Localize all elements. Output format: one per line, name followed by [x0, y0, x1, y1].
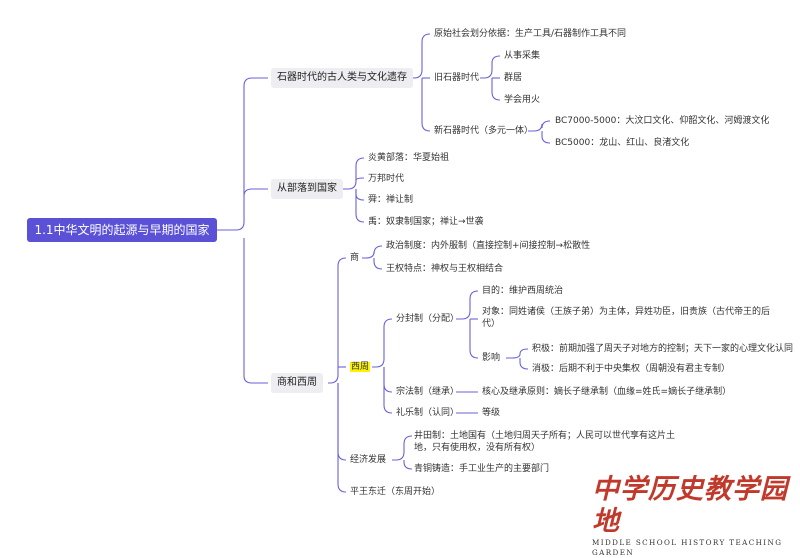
fenfeng-target[interactable]: 对象：同姓诸侯（王族子弟）为主体，异姓功臣，旧贵族（古代帝王的后代）: [482, 307, 771, 329]
mindmap-connectors: [217, 33, 551, 493]
topic-stone-age[interactable]: 石器时代的古人类与文化遗存: [271, 68, 413, 88]
new-stone-item[interactable]: BC5000：龙山、红山、良渚文化: [555, 138, 690, 148]
logo-subtitle: MIDDLE SCHOOL HISTORY TEACHING GARDEN: [592, 538, 783, 557]
old-stone-item[interactable]: 群居: [504, 73, 523, 83]
fenfeng-node[interactable]: 分封制（分配）: [396, 314, 460, 324]
link-influence: [506, 348, 529, 359]
topic-tribe-to-state[interactable]: 从部落到国家: [271, 179, 343, 199]
link-root-stone: [217, 77, 268, 231]
link-old-items: [480, 55, 501, 79]
link-stone: [408, 33, 431, 79]
root-topic[interactable]: 1.1中华文明的起源与早期的国家: [27, 218, 217, 242]
influence-positive[interactable]: 积极：前期加强了周天子对地方的控制；天下一家的心理文化认同: [532, 344, 794, 354]
link-new-items: [528, 120, 551, 132]
link-root-tribe: [243, 188, 268, 197]
fenfeng-purpose[interactable]: 目的：维护西周统治: [482, 286, 564, 296]
old-stone-age[interactable]: 旧石器时代: [434, 73, 480, 83]
new-stone-item[interactable]: BC7000-5000：大汶口文化、仰韶文化、河姆渡文化: [555, 116, 770, 126]
link-sz: [328, 257, 347, 384]
link-tribe: [342, 157, 365, 190]
logo-title: 中学历史教学园地: [592, 474, 788, 537]
zongfa-core[interactable]: 核心及继承原则：嫡长子继承制（血缘=姓氏=嫡长子继承制）: [482, 387, 732, 397]
fenfeng-influence[interactable]: 影响: [482, 353, 501, 363]
stone-age-basis[interactable]: 原始社会划分依据：生产工具/石器制作工具不同: [434, 29, 627, 39]
tribe-item[interactable]: 炎黄部落：华夏始祖: [368, 153, 450, 163]
link-wz: [372, 318, 393, 368]
link-root-shangzhou: [243, 238, 268, 384]
migration-node[interactable]: 平王东迁（东周开始）: [350, 487, 441, 497]
old-stone-item[interactable]: 学会用火: [504, 95, 541, 105]
shang-item[interactable]: 政治制度：内外服制（直接控制+间接控制→松散性: [386, 241, 591, 251]
western-zhou-node[interactable]: 西周: [350, 361, 371, 373]
link-shang: [362, 245, 383, 259]
influence-negative[interactable]: 消极：后期不利于中央集权（周朝没有君主专制）: [532, 364, 731, 374]
link-ff: [456, 290, 479, 320]
economy-jingtian[interactable]: 井田制：土地国有（土地归周天子所有；人民可以世代享有这片土地，只有使用权，没有所…: [414, 431, 676, 453]
topic-shang-zhou[interactable]: 商和西周: [271, 373, 323, 393]
shang-node[interactable]: 商: [350, 253, 360, 263]
liyue-node[interactable]: 礼乐制（认同）: [396, 408, 460, 418]
link-stone-new: [421, 78, 431, 132]
tribe-item[interactable]: 禹：奴隶制国家；禅让→世袭: [368, 217, 484, 227]
shang-item[interactable]: 王权特点：神权与王权相结合: [386, 264, 504, 274]
tribe-item[interactable]: 舜：禅让制: [368, 195, 414, 205]
economy-node[interactable]: 经济发展: [350, 455, 387, 465]
tribe-item[interactable]: 万邦时代: [368, 174, 405, 184]
site-logo: 中学历史教学园地 MIDDLE SCHOOL HISTORY TEACHING …: [592, 474, 792, 557]
zongfa-node[interactable]: 宗法制（继承）: [396, 387, 460, 397]
western-zhou-label: 西周: [350, 362, 371, 372]
liyue-item[interactable]: 等级: [482, 408, 501, 418]
new-stone-age[interactable]: 新石器时代（多元一体）: [434, 126, 534, 136]
economy-bronze[interactable]: 青铜铸造：手工业生产的主要部门: [414, 464, 550, 474]
old-stone-item[interactable]: 从事采集: [504, 51, 541, 61]
link-econ: [392, 435, 413, 461]
